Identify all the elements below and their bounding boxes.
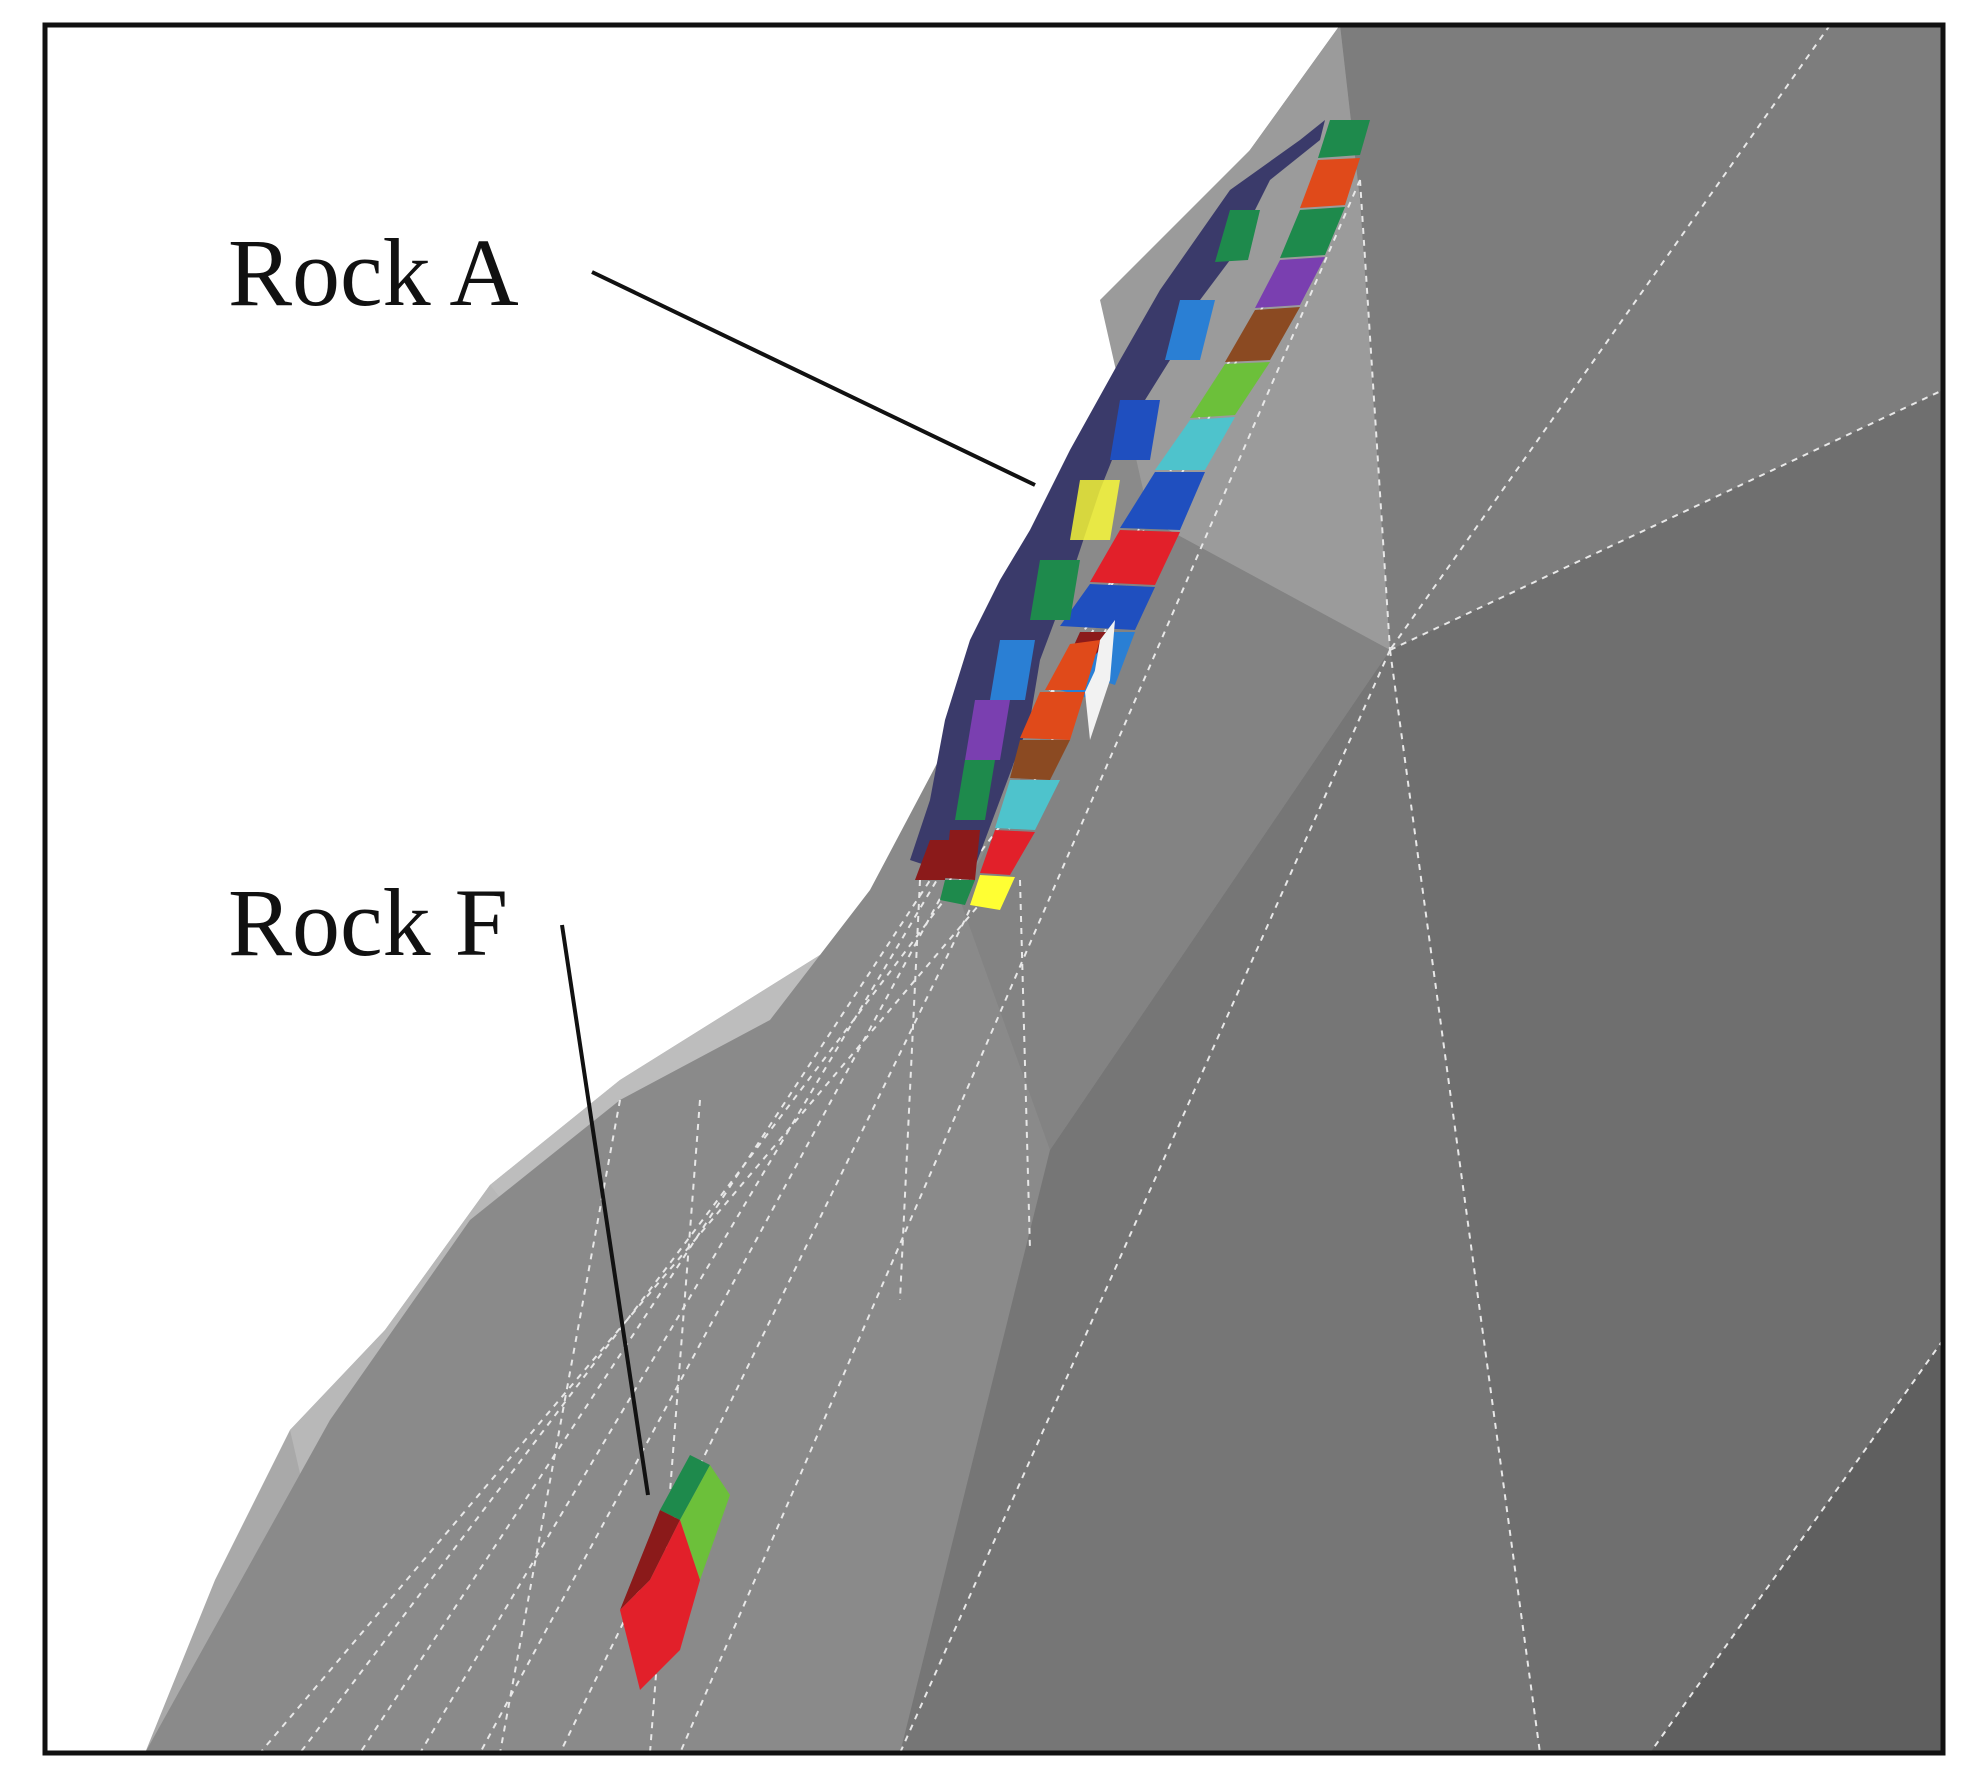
rock-a-side-block [965, 700, 1010, 760]
rock-a-block [1300, 158, 1360, 208]
rock-a-side-block [1070, 480, 1120, 540]
rock-a-block [980, 830, 1035, 875]
rock-a-side-block [940, 880, 975, 905]
rock-a-block [1155, 417, 1235, 470]
rock-a-block [1190, 362, 1270, 418]
rock-f-leader-line [560, 924, 650, 1496]
rock-a-side-block [1165, 300, 1215, 360]
figure-frame [42, 22, 1946, 1756]
rock-f-blocks [620, 1455, 730, 1690]
center-face [900, 650, 1540, 1753]
rock-a-block [970, 875, 1015, 910]
rock-a-block [1090, 530, 1180, 585]
rock-a-block [1045, 640, 1100, 690]
rock-a-side-block [955, 760, 995, 820]
slope-terrain [145, 25, 1943, 1753]
rock-f-label: Rock F [228, 869, 508, 976]
rock-a-block [1085, 660, 1110, 740]
rock-a-leader-line [591, 270, 1036, 487]
rock-a-block [1280, 207, 1345, 258]
rock-a-block [1020, 692, 1085, 740]
rock-a-side-block [1215, 210, 1260, 262]
rock-f-block [680, 1465, 730, 1580]
rock-a-side-block [915, 840, 950, 880]
rock-f-block [620, 1520, 700, 1690]
rock-a-side-block [990, 640, 1035, 700]
rock-a-block [1318, 120, 1370, 158]
rock-a-block [1225, 307, 1300, 362]
rock-a-block [995, 780, 1060, 830]
rock-a-side-block [1110, 400, 1160, 460]
rock-a-block [1060, 584, 1155, 630]
upper-face [1340, 25, 1943, 650]
right-face [1390, 390, 1943, 1753]
rock-a-block [1120, 472, 1205, 530]
rock-a-side-block [1030, 560, 1080, 620]
rock-f-block [660, 1455, 710, 1520]
rock-a-side-block [945, 830, 980, 880]
rock-a-block [1255, 257, 1325, 308]
rock-a-label: Rock A [228, 219, 519, 326]
rock-a-blocks [910, 120, 1370, 910]
mid-face [960, 520, 1390, 1150]
rock-f-block [620, 1510, 680, 1610]
rock-a-block [1010, 740, 1070, 780]
